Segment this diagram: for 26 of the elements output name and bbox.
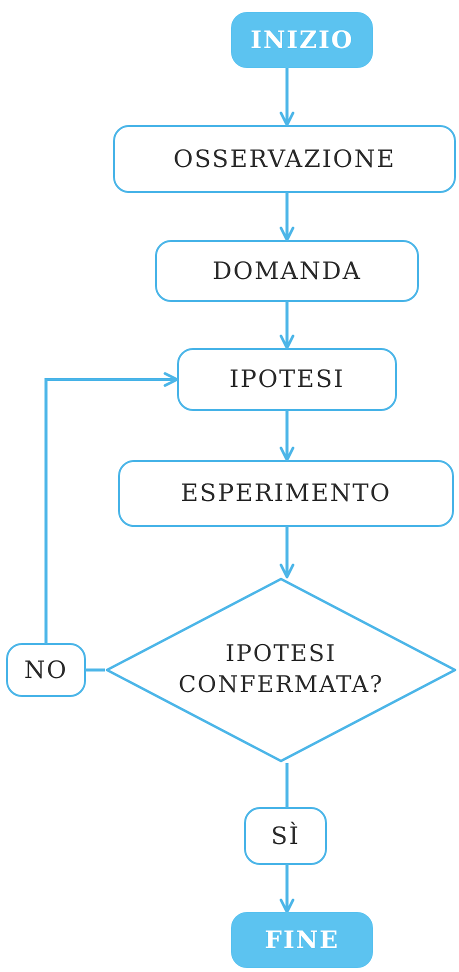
arrow bbox=[280, 411, 294, 462]
node-label: ESPERIMENTO bbox=[180, 478, 392, 510]
node-label: NO bbox=[24, 654, 68, 686]
node-label: INIZIO bbox=[250, 24, 354, 56]
node-label: SÌ bbox=[271, 820, 300, 852]
process-box bbox=[118, 460, 454, 527]
arrow bbox=[280, 193, 294, 242]
arrow bbox=[280, 865, 294, 914]
terminal-box bbox=[231, 12, 373, 68]
node-label: IPOTESI bbox=[229, 364, 345, 396]
arrow bbox=[280, 68, 294, 126]
node-label: DOMANDA bbox=[212, 256, 362, 287]
arrow bbox=[280, 527, 294, 578]
terminal-box bbox=[231, 912, 373, 968]
process-box bbox=[177, 348, 397, 411]
node-label: FINE bbox=[264, 924, 340, 956]
node-label: OSSERVAZIONE bbox=[173, 144, 396, 175]
process-box bbox=[155, 240, 419, 302]
process-box bbox=[113, 125, 456, 193]
connector-line bbox=[86, 668, 105, 672]
arrow bbox=[280, 302, 294, 350]
arrow bbox=[44, 372, 178, 643]
process-box bbox=[244, 807, 327, 865]
node-label: IPOTESI CONFERMATA? bbox=[177, 640, 385, 700]
process-box bbox=[6, 643, 86, 697]
connector-line bbox=[286, 763, 288, 807]
